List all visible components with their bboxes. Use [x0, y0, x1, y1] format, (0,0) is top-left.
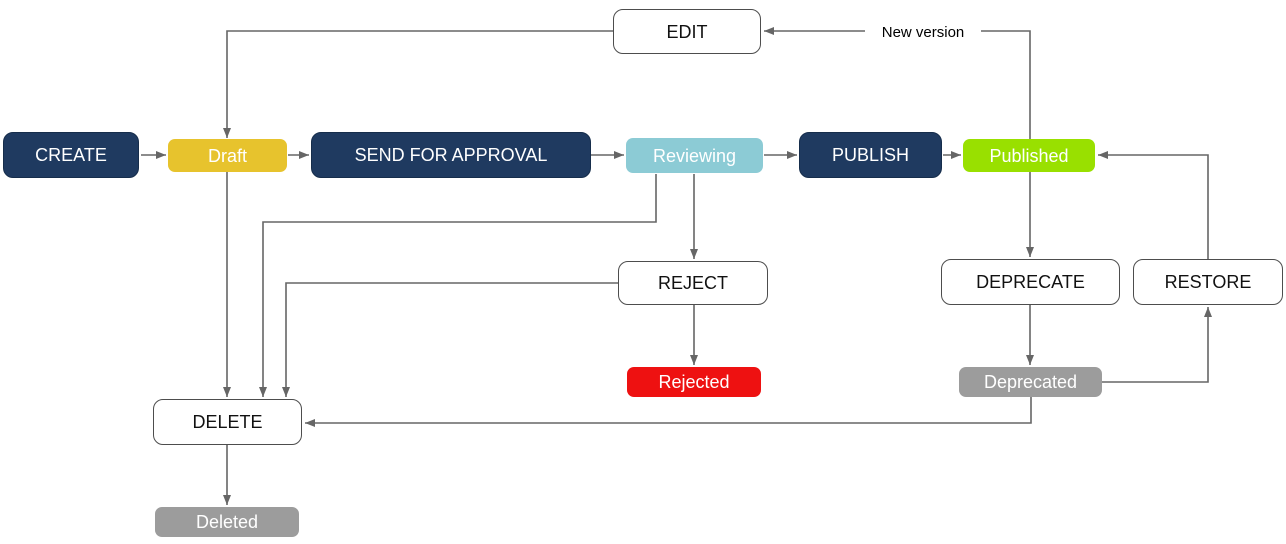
edge-deprecated-restore — [1102, 307, 1212, 383]
edge-reviewing-delete — [259, 174, 657, 397]
node-edit: EDIT — [613, 9, 761, 54]
node-delete: DELETE — [153, 399, 302, 445]
node-create: CREATE — [3, 132, 139, 178]
node-deleted: Deleted — [155, 507, 299, 537]
edge-deprecated-delete — [305, 397, 1032, 427]
node-published: Published — [963, 139, 1095, 172]
node-send-for-approval: SEND FOR APPROVAL — [311, 132, 591, 178]
node-restore: RESTORE — [1133, 259, 1283, 305]
node-reviewing: Reviewing — [626, 138, 763, 173]
edge-reject-delete — [282, 282, 618, 397]
node-deprecated: Deprecated — [959, 367, 1102, 397]
node-draft: Draft — [168, 139, 287, 172]
node-reject: REJECT — [618, 261, 768, 305]
edge-published-edit — [764, 27, 1031, 139]
node-deprecate: DEPRECATE — [941, 259, 1120, 305]
edge-restore-published — [1098, 151, 1209, 259]
edge-edit-draft — [223, 30, 613, 138]
node-rejected: Rejected — [627, 367, 761, 397]
node-publish: PUBLISH — [799, 132, 942, 178]
edge-label-new-version: New version — [865, 21, 981, 43]
